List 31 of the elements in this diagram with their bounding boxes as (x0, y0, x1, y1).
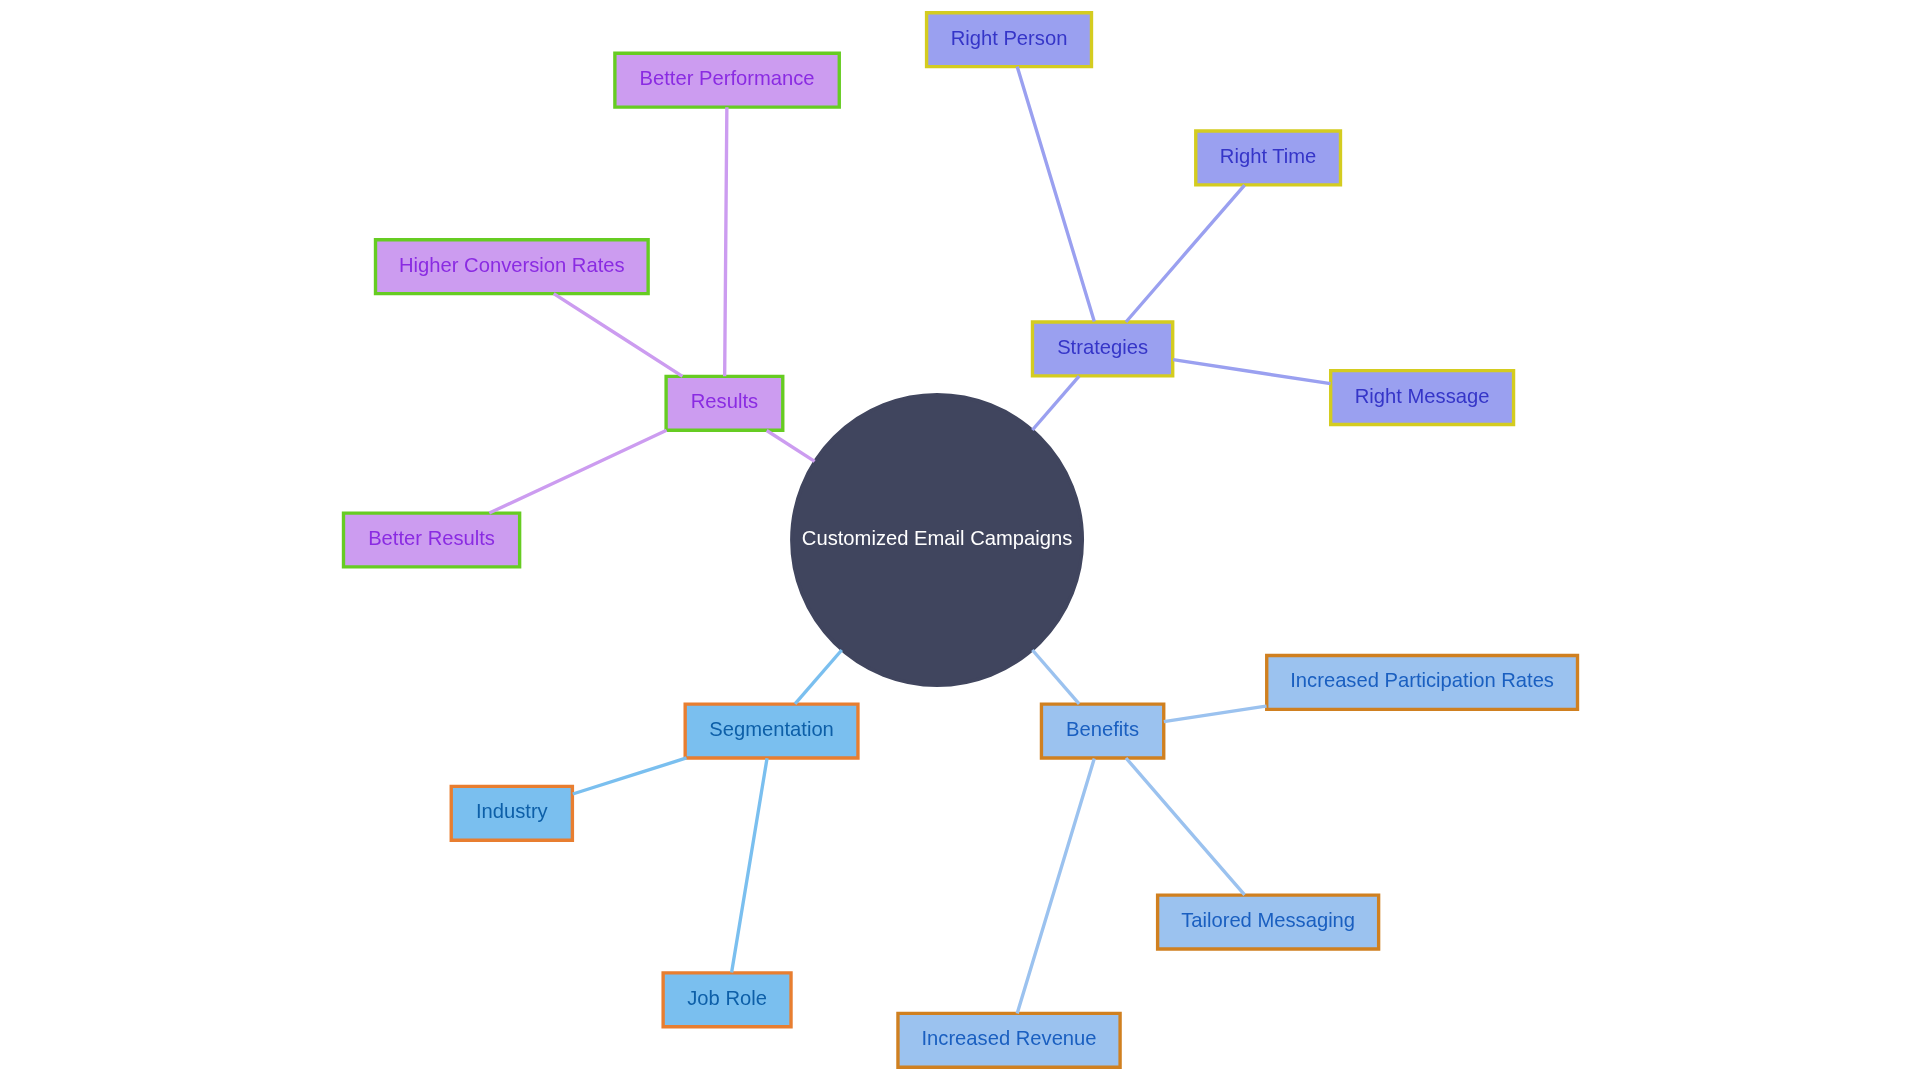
node-circle: Customized Email Campaigns (789, 393, 1084, 687)
node-box: Results (663, 374, 784, 432)
node-box: Better Results (341, 511, 521, 569)
node-box: Right Message (1328, 368, 1515, 427)
node-box: Benefits (1039, 702, 1165, 760)
connector (729, 758, 769, 973)
node-box: Right Time (1193, 129, 1342, 187)
connector (1124, 756, 1246, 896)
node-box: Job Role (660, 971, 793, 1029)
connector (1015, 66, 1096, 322)
connector (1015, 758, 1096, 1014)
connector (571, 756, 687, 796)
connector (1124, 184, 1246, 324)
connector (488, 428, 667, 515)
node-box: Segmentation (683, 702, 860, 760)
node-box: Tailored Messaging (1155, 893, 1380, 951)
connector (1030, 374, 1080, 432)
connector (1172, 358, 1331, 386)
connector (793, 648, 843, 706)
connector (765, 429, 816, 463)
node-box: Higher Conversion Rates (373, 238, 650, 296)
node-box: Right Person (924, 11, 1093, 69)
node-box: Increased Participation Rates (1264, 653, 1579, 712)
connector (1030, 648, 1080, 706)
connector (722, 107, 729, 377)
node-box: Better Performance (612, 51, 841, 109)
connector (552, 292, 683, 378)
node-box: Strategies (1030, 320, 1174, 378)
node-box: Increased Revenue (895, 1011, 1122, 1069)
node-box: Industry (449, 784, 574, 842)
connector (1163, 704, 1267, 724)
